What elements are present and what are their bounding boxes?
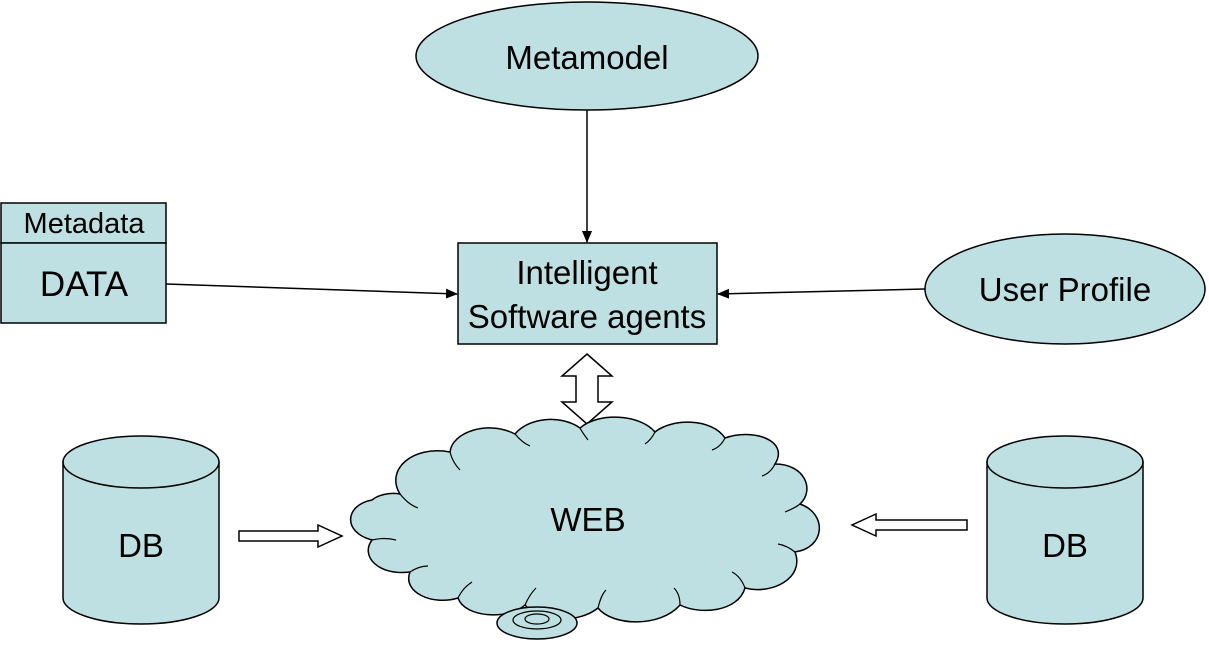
agents-label-line2: Software agents — [468, 298, 706, 335]
user-profile-label: User Profile — [979, 271, 1151, 308]
web-label: WEB — [550, 501, 625, 538]
agents-node: Intelligent Software agents — [457, 242, 718, 345]
db-right-node: DB — [986, 435, 1144, 625]
data-node: Metadata DATA — [0, 202, 167, 324]
user-profile-node: User Profile — [924, 233, 1206, 345]
web-cloud-shape — [349, 416, 820, 623]
metamodel-node: Metamodel — [415, 1, 759, 111]
web-node: WEB — [349, 416, 820, 640]
db-left-to-web-arrow — [238, 523, 344, 549]
agents-web-double-arrow — [560, 353, 614, 425]
db-left-node: DB — [62, 435, 220, 625]
db-right-label: DB — [1042, 527, 1088, 564]
data-label: DATA — [40, 265, 129, 304]
data-to-agents-arrow — [165, 283, 458, 299]
metamodel-label: Metamodel — [505, 39, 668, 76]
db-right-to-web-arrow — [850, 512, 968, 538]
user-profile-to-agents-arrow — [717, 288, 926, 299]
web-disc-inner — [524, 613, 550, 625]
web-cloud-inner-arcs — [371, 427, 801, 609]
db-left-label: DB — [118, 527, 164, 564]
metadata-label: Metadata — [24, 208, 146, 240]
agents-label-line1: Intelligent — [516, 254, 657, 291]
